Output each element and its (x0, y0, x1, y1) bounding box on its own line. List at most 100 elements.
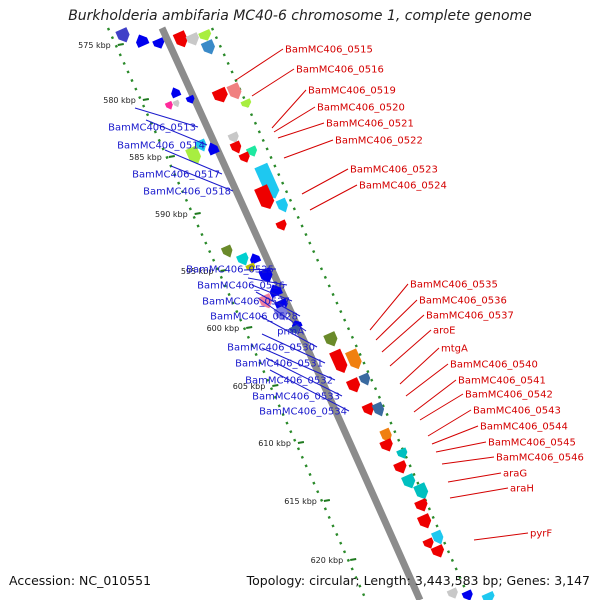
gene-shape (258, 267, 273, 283)
gene-label-bammc406_0518: BamMC406_0518 (143, 187, 231, 198)
gene-feature (250, 253, 262, 265)
gene-feature (481, 590, 495, 600)
connector-line (257, 297, 307, 332)
connector-line (164, 149, 223, 175)
gene-shape (227, 131, 239, 143)
gene-shape (345, 377, 361, 393)
gene-feature (211, 86, 228, 103)
connector-line (405, 363, 449, 397)
gene-label-bammc406_0542: BamMC406_0542 (465, 390, 553, 401)
gene-label-bammc406_0534: BamMC406_0534 (259, 407, 347, 418)
connector-line (259, 315, 318, 348)
gene-feature (345, 377, 361, 393)
gene-labels: BamMC406_0513BamMC406_0514BamMC406_0517B… (108, 45, 584, 540)
gene-label-arah: araH (510, 484, 534, 495)
connector-line (265, 357, 343, 397)
gene-shape (240, 98, 252, 108)
gene-label-bammc406_0540: BamMC406_0540 (450, 360, 538, 371)
gene-feature (258, 293, 273, 309)
tick-label: 615 kbp (284, 497, 317, 506)
gene-feature (198, 28, 212, 41)
gene-feature (238, 151, 250, 163)
gene-label-bammc406_0515: BamMC406_0515 (285, 45, 373, 56)
tick-label: 585 kbp (129, 153, 162, 162)
gene-feature (371, 401, 385, 417)
connector-line (449, 487, 509, 499)
gene-shape (185, 145, 202, 165)
gene-shape (258, 293, 273, 309)
gene-shape (211, 86, 228, 103)
tick-mark (297, 441, 305, 444)
gene-label-bammc406_0517: BamMC406_0517 (132, 170, 220, 181)
gene-shape (185, 32, 199, 46)
gene-feature (200, 39, 215, 55)
connector-line (389, 329, 432, 367)
gene-shape (185, 94, 195, 104)
gene-feature (461, 589, 473, 600)
gene-feature (345, 348, 362, 370)
gene-label-prma: prmA (277, 327, 304, 338)
gene-feature (396, 447, 408, 459)
gene-shape (288, 324, 300, 334)
gene-shape (136, 34, 150, 48)
gene-feature (227, 131, 239, 143)
connector-line (261, 333, 326, 364)
gene-label-bammc406_0527: BamMC406_0527 (202, 297, 290, 308)
gene-shape (172, 99, 180, 108)
gene-shape (152, 37, 165, 49)
gene-shape (200, 39, 215, 55)
gene-label-bammc406_0537: BamMC406_0537 (426, 311, 514, 322)
tick-mark (194, 212, 201, 215)
gene-feature (416, 513, 432, 529)
gene-feature (185, 94, 195, 104)
gene-label-bammc406_0525: BamMC406_0525 (186, 265, 274, 276)
gene-shape (254, 162, 280, 199)
map-title: Burkholderia ambifaria MC40-6 chromosome… (68, 8, 532, 24)
connector-line (301, 168, 349, 195)
connector-line (170, 165, 234, 192)
gene-feature (220, 244, 233, 258)
gene-label-bammc406_0516: BamMC406_0516 (296, 65, 384, 76)
gene-shape (379, 427, 392, 443)
gene-label-bammc406_0545: BamMC406_0545 (488, 438, 576, 449)
gene-label-bammc406_0535: BamMC406_0535 (410, 280, 498, 291)
gene-label-bammc406_0543: BamMC406_0543 (473, 406, 561, 417)
gene-feature (254, 162, 280, 199)
connector-line (441, 456, 495, 465)
gene-feature (358, 372, 371, 386)
connector-line (399, 347, 440, 385)
tick-label: 605 kbp (233, 382, 266, 391)
connector-line (243, 268, 277, 271)
connector-line (369, 283, 409, 331)
gene-label-bammc406_0521: BamMC406_0521 (326, 119, 414, 130)
gene-feature (413, 482, 429, 500)
connector-line (261, 347, 336, 381)
connector-line (375, 299, 418, 341)
gene-feature (208, 142, 220, 156)
tick-mark (350, 558, 357, 561)
connector-line (447, 472, 502, 483)
tick-label: 575 kbp (78, 41, 111, 50)
gene-shape (379, 438, 393, 452)
gene-label-bammc406_0544: BamMC406_0544 (480, 422, 568, 433)
connector-line (381, 314, 425, 353)
gene-feature (115, 27, 130, 43)
connector-line (235, 48, 284, 81)
gene-feature (401, 473, 416, 489)
gene-feature (236, 252, 249, 266)
gene-label-bammc406_0531: BamMC406_0531 (235, 359, 323, 370)
connector-line (427, 409, 472, 437)
tick-label: 590 kbp (155, 210, 188, 219)
gene-feature (361, 402, 375, 416)
tick-mark (168, 155, 175, 158)
gene-feature (288, 324, 300, 334)
connector-line (419, 393, 464, 421)
gene-shape (229, 140, 242, 154)
gene-feature (194, 138, 207, 152)
gene-shape (323, 331, 338, 347)
gene-feature (254, 184, 275, 209)
gene-shape (329, 348, 348, 373)
connector-line (255, 291, 301, 317)
gene-label-bammc406_0520: BamMC406_0520 (317, 103, 405, 114)
